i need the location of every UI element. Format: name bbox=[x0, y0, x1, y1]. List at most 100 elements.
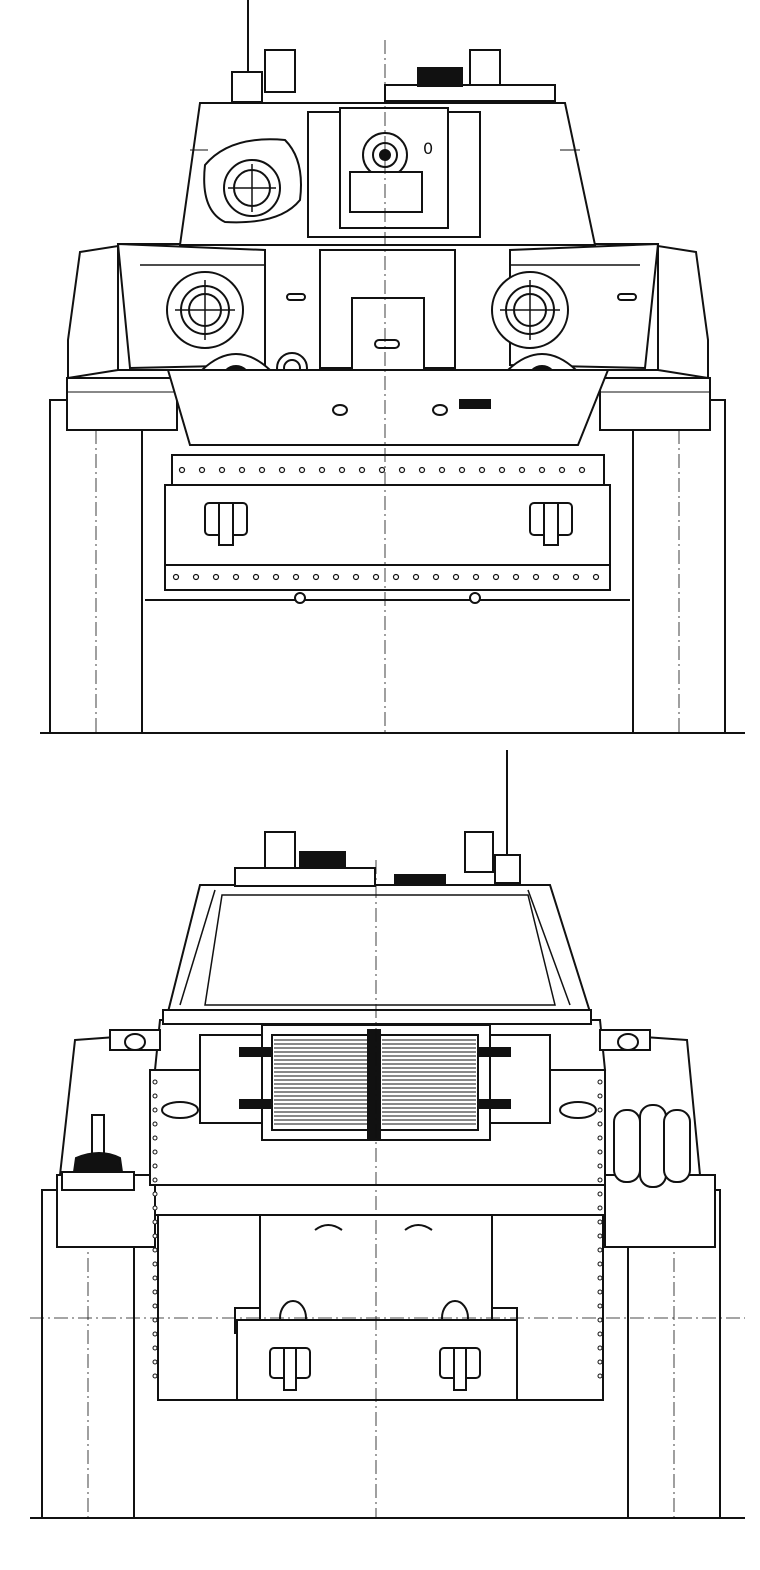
front-nose-lower bbox=[164, 564, 611, 591]
rivet bbox=[392, 573, 400, 581]
rivet bbox=[152, 1149, 158, 1155]
rivet bbox=[452, 573, 460, 581]
rivet bbox=[152, 1303, 158, 1309]
front-glacis bbox=[166, 369, 610, 446]
front-driver-visor bbox=[351, 297, 425, 373]
rivet bbox=[258, 466, 266, 474]
rivet bbox=[152, 1107, 158, 1113]
rivet bbox=[318, 466, 326, 474]
rivet bbox=[597, 1331, 603, 1337]
rivet bbox=[358, 466, 366, 474]
rivet bbox=[512, 573, 520, 581]
rivet bbox=[412, 573, 420, 581]
rivet bbox=[597, 1219, 603, 1225]
rivet bbox=[597, 1163, 603, 1169]
front-tow-pin bbox=[459, 399, 491, 409]
rivet bbox=[478, 466, 486, 474]
rear-view bbox=[30, 750, 745, 1519]
front-left-mudguard bbox=[66, 377, 178, 431]
rivet bbox=[372, 573, 380, 581]
rivet bbox=[238, 466, 246, 474]
rivet bbox=[597, 1359, 603, 1365]
front-left-ball-mount bbox=[166, 271, 244, 349]
rear-jack bbox=[61, 1114, 135, 1191]
rivet bbox=[152, 1079, 158, 1085]
rivet bbox=[152, 1163, 158, 1169]
rivet bbox=[212, 573, 220, 581]
front-turret-coax-mount bbox=[203, 138, 302, 224]
rivet bbox=[352, 573, 360, 581]
rivet bbox=[418, 466, 426, 474]
rivet bbox=[152, 1093, 158, 1099]
rivet bbox=[597, 1247, 603, 1253]
front-right-tow-hook bbox=[529, 502, 573, 546]
rear-right-tow-hook bbox=[439, 1347, 481, 1391]
front-turret-roof-equipment bbox=[384, 84, 556, 102]
rivet bbox=[298, 466, 306, 474]
front-right-mudguard bbox=[599, 377, 711, 431]
rivet bbox=[312, 573, 320, 581]
rivet bbox=[432, 573, 440, 581]
rivet bbox=[578, 466, 586, 474]
rivet bbox=[558, 466, 566, 474]
rivet bbox=[438, 466, 446, 474]
front-left-tow-hook bbox=[204, 502, 248, 546]
rivet bbox=[597, 1345, 603, 1351]
rivet bbox=[572, 573, 580, 581]
rivet bbox=[272, 573, 280, 581]
front-view: × bbox=[40, 0, 745, 734]
rivet bbox=[597, 1191, 603, 1197]
rivet bbox=[552, 573, 560, 581]
rivet bbox=[172, 573, 180, 581]
front-turret-periscope-left bbox=[264, 49, 296, 93]
rivet bbox=[232, 573, 240, 581]
rivet bbox=[597, 1135, 603, 1141]
rivet bbox=[498, 466, 506, 474]
rivet bbox=[152, 1135, 158, 1141]
rivet bbox=[597, 1317, 603, 1323]
rivet bbox=[152, 1275, 158, 1281]
rivet bbox=[458, 466, 466, 474]
rear-grille-clamps bbox=[239, 1047, 511, 1109]
rear-turret-periscope-left bbox=[264, 831, 296, 869]
rivet bbox=[472, 573, 480, 581]
rivet bbox=[278, 466, 286, 474]
rivet bbox=[178, 466, 186, 474]
rivet bbox=[198, 466, 206, 474]
rivet bbox=[597, 1233, 603, 1239]
front-rivets bbox=[172, 466, 600, 581]
rivet bbox=[152, 1373, 158, 1379]
rear-left-tow-hook bbox=[269, 1347, 311, 1391]
rear-rivets bbox=[152, 1079, 603, 1379]
rivet bbox=[192, 573, 200, 581]
rivet bbox=[597, 1177, 603, 1183]
rivet bbox=[597, 1079, 603, 1085]
rear-spare-wheels bbox=[613, 1104, 691, 1188]
rivet bbox=[152, 1121, 158, 1127]
rivet bbox=[597, 1205, 603, 1211]
rivet bbox=[597, 1107, 603, 1113]
front-left-sponson bbox=[67, 244, 119, 380]
rivet bbox=[398, 466, 406, 474]
rivet bbox=[597, 1275, 603, 1281]
rivet bbox=[518, 466, 526, 474]
rivet bbox=[152, 1289, 158, 1295]
rear-turret bbox=[166, 884, 592, 1013]
rivet bbox=[152, 1331, 158, 1337]
rear-right-mudguard bbox=[604, 1174, 716, 1248]
rivet bbox=[532, 573, 540, 581]
front-turret-left-cupola bbox=[231, 71, 263, 103]
rivet bbox=[152, 1219, 158, 1225]
rivet bbox=[152, 1345, 158, 1351]
front-right-ball-mount bbox=[491, 271, 569, 349]
rivet bbox=[152, 1191, 158, 1197]
rivet bbox=[597, 1149, 603, 1155]
rear-turret-periscope-right bbox=[464, 831, 494, 873]
rivet bbox=[332, 573, 340, 581]
rivet bbox=[152, 1177, 158, 1183]
rivet bbox=[597, 1093, 603, 1099]
rivet bbox=[152, 1233, 158, 1239]
rivet bbox=[152, 1205, 158, 1211]
rivet bbox=[152, 1359, 158, 1365]
